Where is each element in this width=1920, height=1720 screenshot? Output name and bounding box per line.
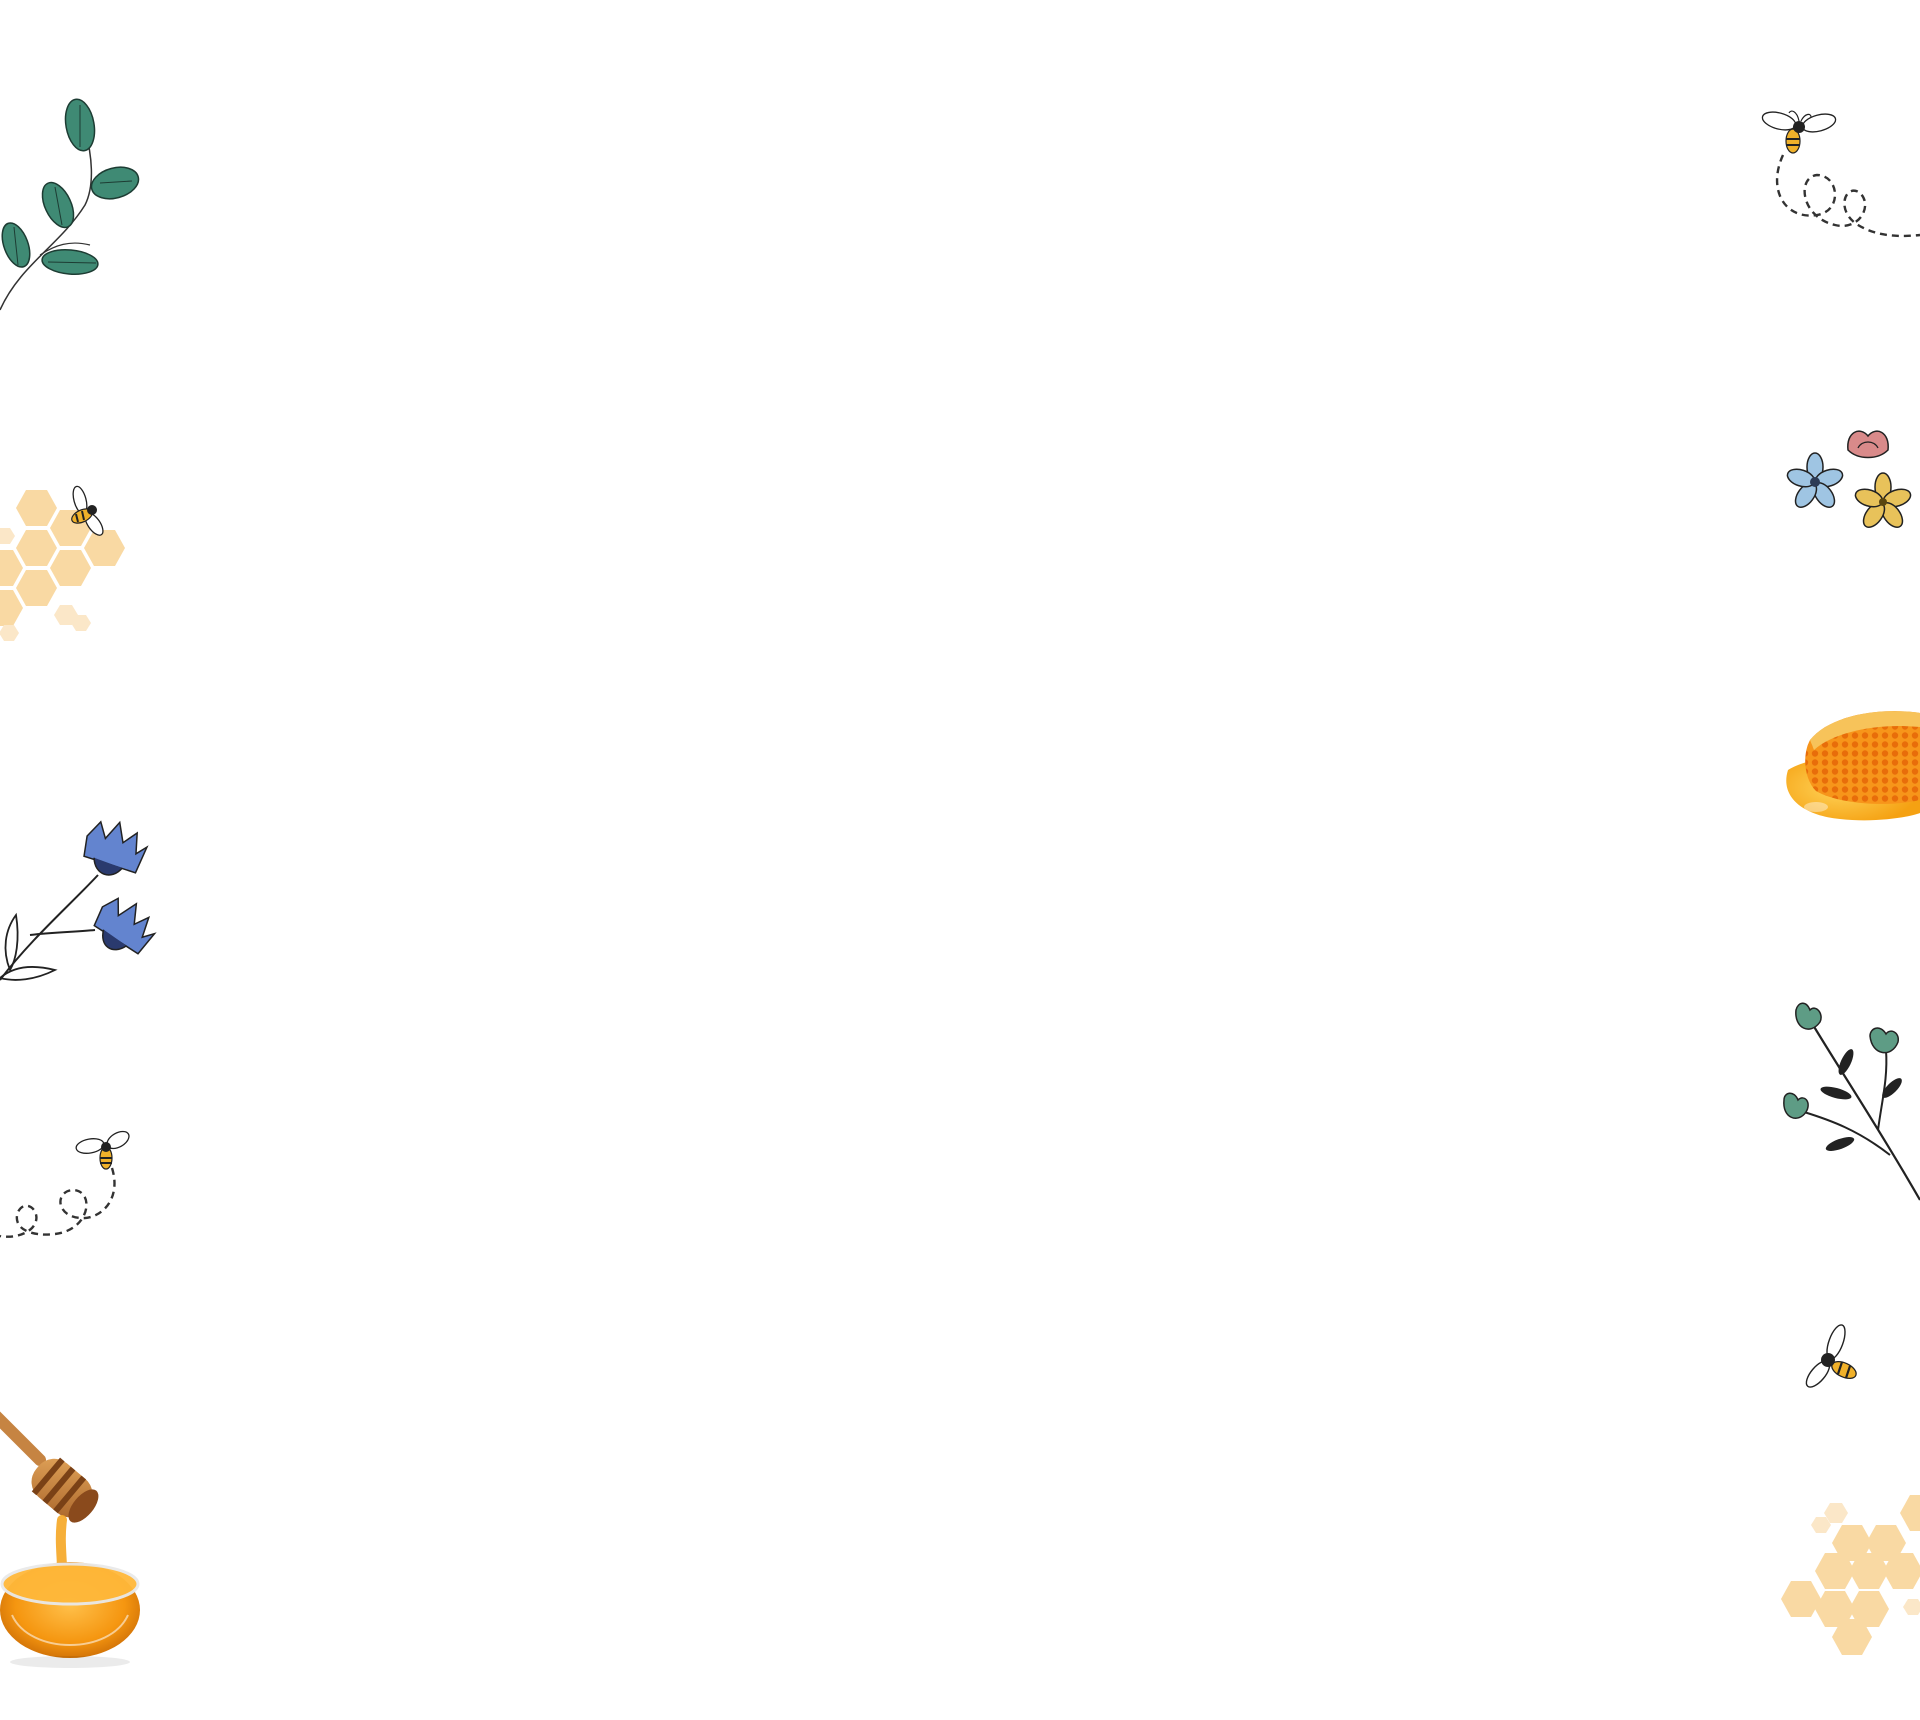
eucalyptus-branch-icon bbox=[0, 98, 140, 311]
blue-cornflower-icon bbox=[0, 820, 157, 981]
bee-dashed-trail-icon bbox=[0, 1130, 130, 1238]
honeycomb-bee-icon bbox=[0, 485, 125, 641]
honeycomb-piece-icon bbox=[1786, 711, 1920, 821]
blank-content-area bbox=[160, 0, 1760, 1720]
honey-dipper-bowl-icon bbox=[0, 1411, 140, 1668]
green-bud-branch-icon bbox=[1783, 1002, 1920, 1201]
small-bee-icon bbox=[1805, 1324, 1857, 1388]
honeycomb-pattern-icon bbox=[1781, 1495, 1920, 1655]
three-flowers-icon bbox=[1786, 430, 1912, 529]
bee-dashed-trail-icon bbox=[1761, 110, 1920, 238]
